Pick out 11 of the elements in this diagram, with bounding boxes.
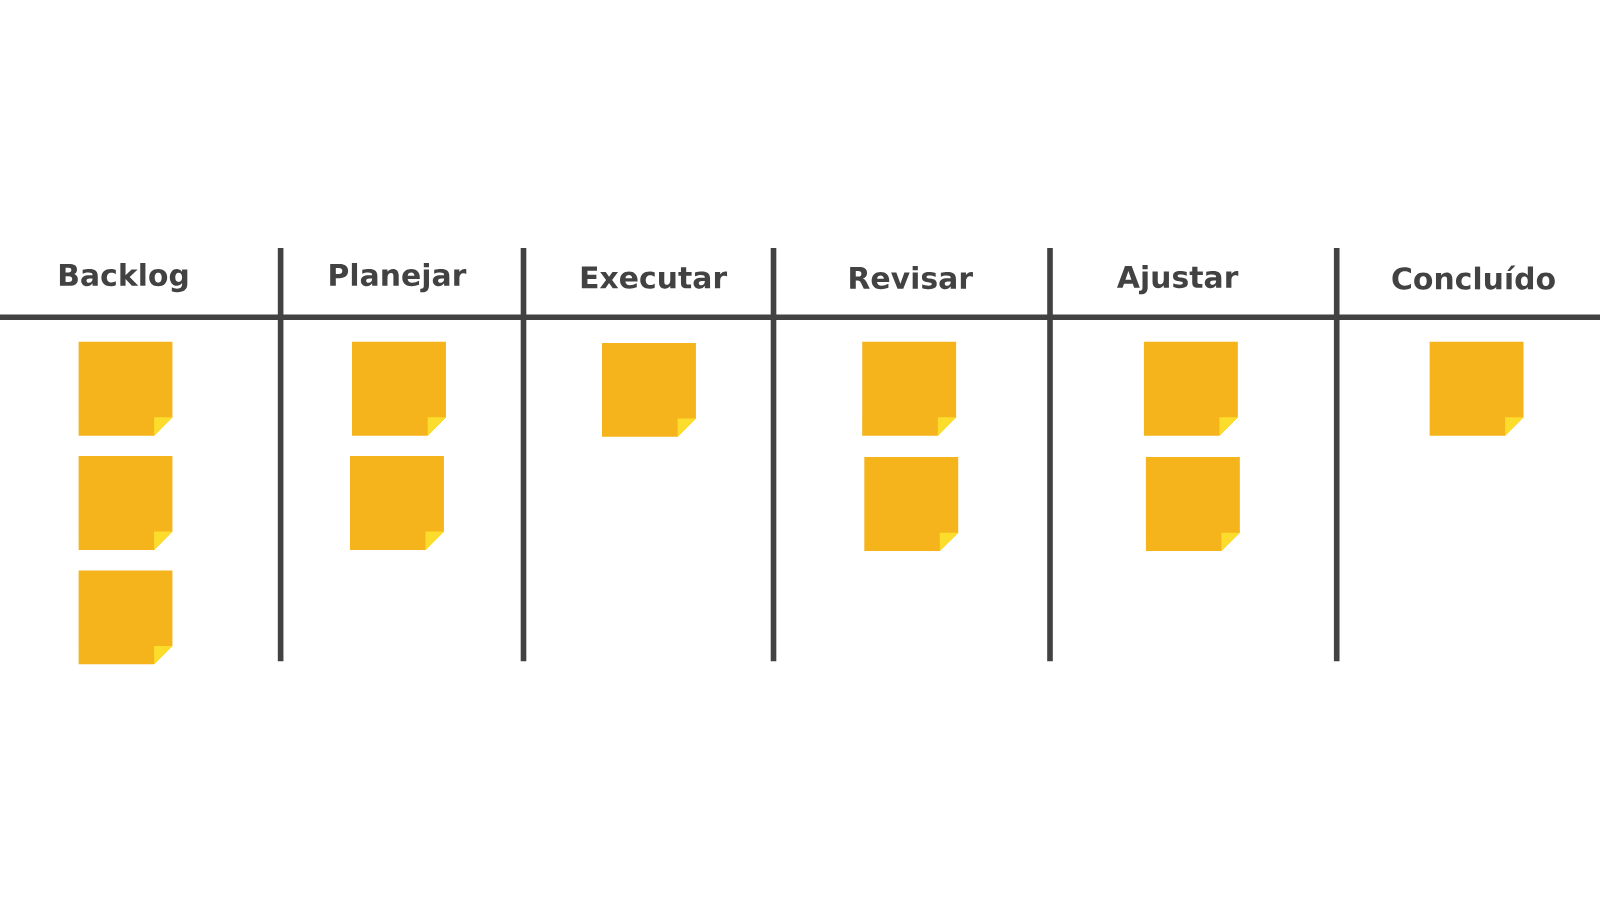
sticky-note: [1143, 341, 1238, 436]
sticky-note: [78, 570, 173, 665]
sticky-note: [862, 341, 957, 436]
sticky-note: [1429, 341, 1524, 436]
sticky-note: [352, 341, 446, 436]
sticky-note: [78, 341, 173, 436]
sticky-note: [350, 456, 444, 550]
sticky-note: [78, 456, 173, 550]
sticky-note: [864, 457, 959, 551]
sticky-note: [602, 342, 696, 437]
sticky-note: [1145, 457, 1240, 551]
